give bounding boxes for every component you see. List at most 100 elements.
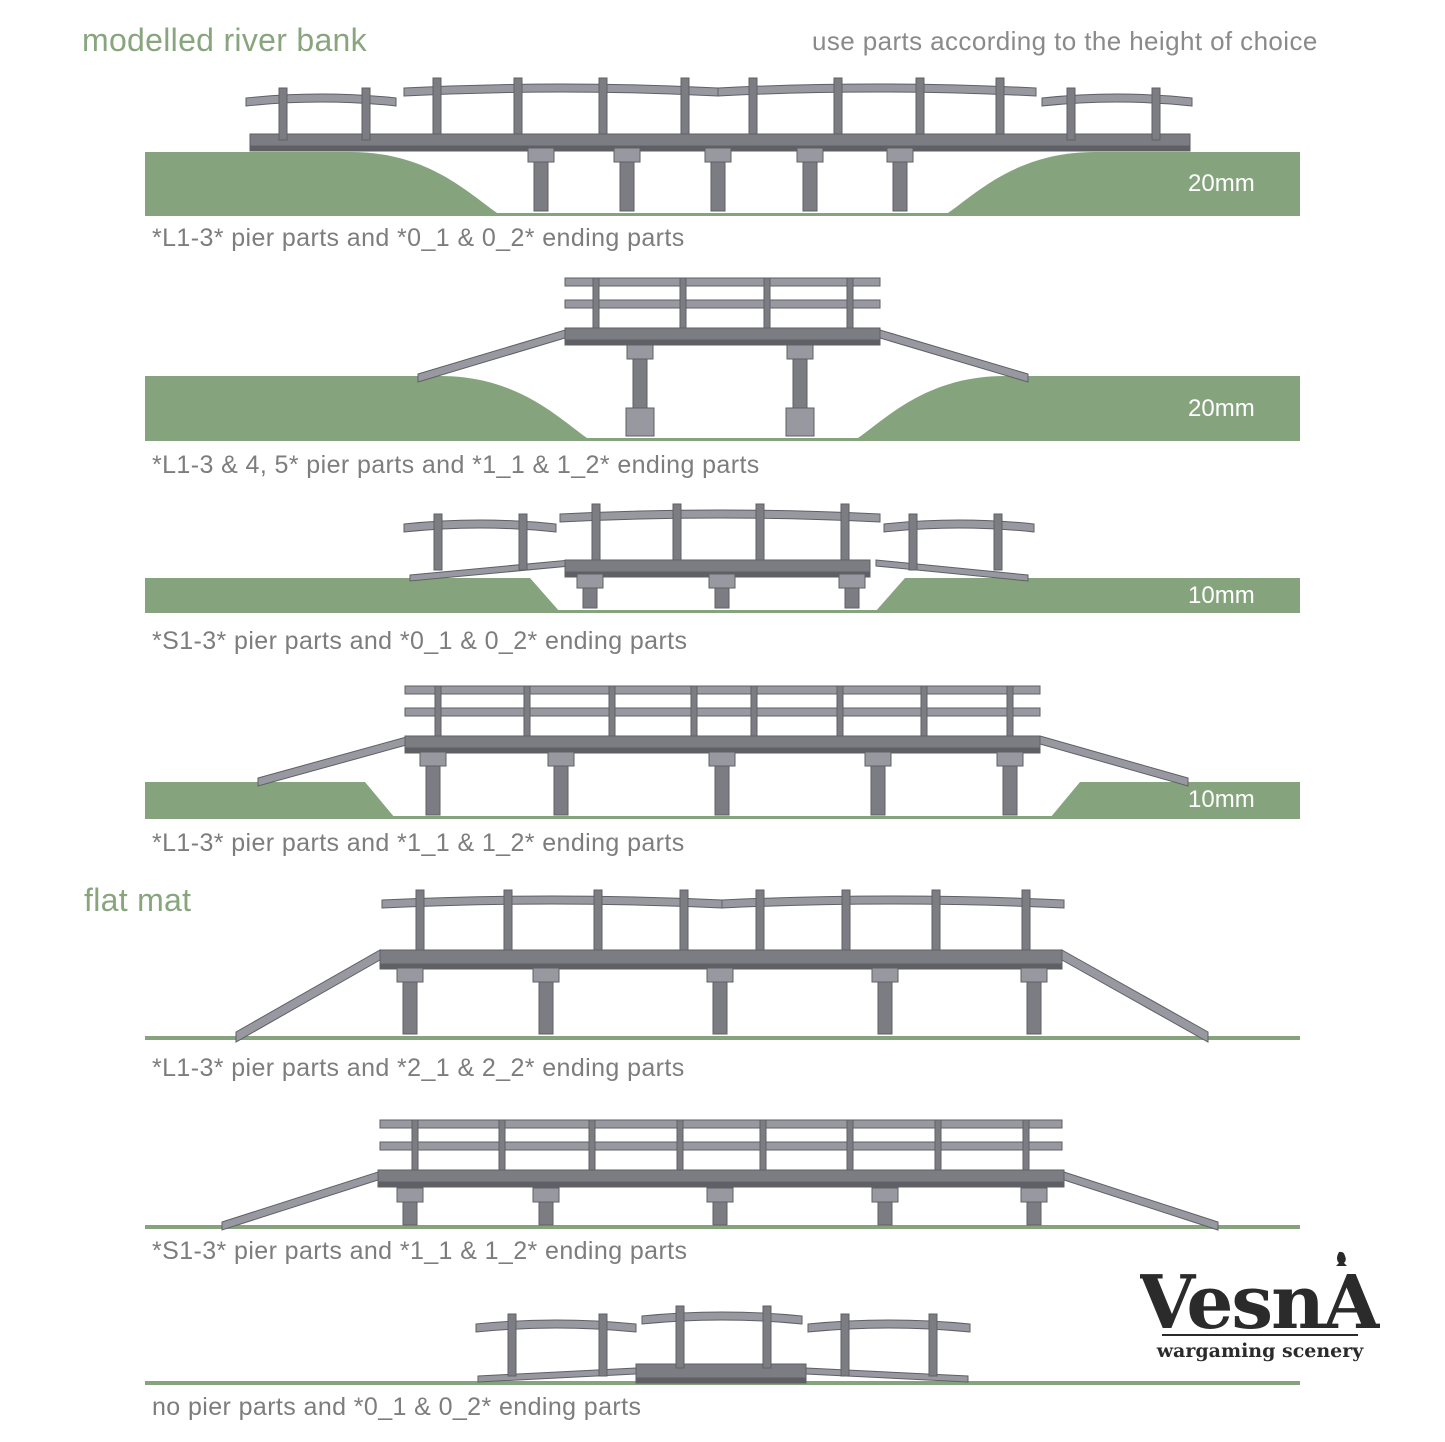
caption-config-7: no pier parts and *0_1 & 0_2* ending par…: [152, 1393, 642, 1421]
bridge-6-ramp-right: [1063, 1171, 1219, 1231]
caption-config-3: *S1-3* pier parts and *0_1 & 0_2* ending…: [152, 627, 688, 655]
bridge-4-pier-cap-2: [547, 751, 575, 767]
bridge-1-log-post-4-1: [1066, 87, 1076, 141]
caption-config-5: *L1-3* pier parts and *2_1 & 2_2* ending…: [152, 1054, 685, 1082]
bridge-6-pier-cap-3: [706, 1187, 734, 1203]
bridge-4-rail-post-8: [1006, 685, 1014, 737]
bridge-2-pier-base-2: [785, 407, 815, 437]
bridge-7-log-post-3-1: [840, 1313, 850, 1377]
bridge-3-pier-cap-2: [708, 573, 736, 589]
bridge-5-log-rail-2: [721, 895, 1065, 909]
bridge-1-pier-cap-2: [613, 147, 641, 163]
bank-2-right: [855, 376, 1300, 440]
bridge-1-log-post-1-1: [278, 87, 288, 141]
bridge-1-pier-cap-3: [704, 147, 732, 163]
bridge-4-pier-cap-3: [708, 751, 736, 767]
bridge-4-rail-post-3: [608, 685, 616, 737]
bridge-5-pier-cap-2: [532, 967, 560, 983]
bank-1-left: [145, 152, 500, 215]
bridge-3-log-post-2-3: [755, 503, 765, 561]
bridge-5-deck: [379, 949, 1063, 965]
height-label-1: 20mm: [1188, 170, 1255, 197]
logo-tagline: wargaming scenery: [1156, 1340, 1365, 1362]
bridge-5-log-post-1-4: [679, 889, 689, 951]
bridge-1-pier-cap-4: [796, 147, 824, 163]
bridge-5-log-post-2-2: [841, 889, 851, 951]
bridge-5-log-post-1-3: [593, 889, 603, 951]
bridge-2-rail-post-4: [846, 277, 854, 329]
bridge-7-log-post-3-2: [928, 1313, 938, 1377]
bridge-6-deck: [377, 1169, 1065, 1183]
bridge-4-rail-top: [404, 685, 1041, 695]
bridge-6-ramp-left: [221, 1171, 379, 1231]
bridge-6-pier-cap-5: [1020, 1187, 1048, 1203]
bridge-2-pier-base-1: [625, 407, 655, 437]
bridge-1-deck: [249, 133, 1191, 147]
bridge-1-log-post-1-2: [361, 87, 371, 141]
bridge-5-ramp-right: [1061, 949, 1209, 1043]
bridge-5-pier-cap-4: [871, 967, 899, 983]
bridge-5-ramp-left: [235, 949, 381, 1043]
bridge-6-rail-post-8: [1022, 1119, 1030, 1171]
bridge-6-rail-post-6: [846, 1119, 854, 1171]
bridge-4-pier-cap-1: [419, 751, 447, 767]
bridge-6-rail-post-7: [934, 1119, 942, 1171]
bridge-4-ramp-right: [1039, 735, 1189, 787]
bridge-7-log-post-1-1: [507, 1313, 517, 1377]
height-label-2: 20mm: [1188, 395, 1255, 422]
bridge-4-rail-post-4: [690, 685, 698, 737]
bridge-1-log-rail-4: [1041, 93, 1193, 107]
bridge-5-log-rail-1: [381, 895, 723, 909]
bridge-3-log-post-1-2: [518, 513, 528, 571]
bridge-6-rail-post-3: [588, 1119, 596, 1171]
bridge-3-pier-cap-3: [838, 573, 866, 589]
bridge-6-pier-cap-2: [532, 1187, 560, 1203]
bridge-6-deck-beam: [377, 1181, 1065, 1188]
bridge-3-log-post-1-1: [433, 513, 443, 571]
bridge-5-log-post-1-1: [415, 889, 425, 951]
bridge-4-deck: [404, 735, 1041, 749]
bridge-4-ramp-left: [257, 735, 411, 787]
bank-2-bed: [145, 438, 1300, 441]
bridge-5-log-post-1-2: [503, 889, 513, 951]
bridge-5-log-post-2-4: [1021, 889, 1031, 951]
heading-river-bank: modelled river bank: [82, 22, 367, 58]
bridge-7-log-post-2-1: [675, 1305, 685, 1369]
bridge-4-rail-post-7: [920, 685, 928, 737]
bridge-1-log-post-2-4: [680, 77, 690, 135]
bridge-7-log-post-1-2: [598, 1313, 608, 1377]
bridge-7-ramp-right: [805, 1367, 969, 1383]
bridge-2-pier-cap-1: [626, 344, 654, 360]
bridge-3-pier-cap-1: [576, 573, 604, 589]
bank-3-left: [145, 578, 560, 612]
bridge-4-rail-mid: [404, 707, 1041, 717]
bridge-4-rail-post-5: [750, 685, 758, 737]
vesna-logo: VesnA wargaming scenery: [1140, 1251, 1380, 1362]
bridge-7-deck-beam: [635, 1377, 807, 1384]
bridge-7-log-rail-1: [475, 1319, 637, 1333]
bridge-5-pier-cap-1: [396, 967, 424, 983]
bridge-7-deck: [635, 1363, 807, 1379]
bridge-7-log-post-2-2: [762, 1305, 772, 1369]
bridge-2-ramp-right: [879, 329, 1029, 383]
bridge-5-log-post-2-3: [931, 889, 941, 951]
heading-flat-mat: flat mat: [84, 882, 192, 918]
ground-5: [145, 1036, 1300, 1040]
bank-1-right: [945, 152, 1300, 215]
bridge-6-rail-post-2: [498, 1119, 506, 1171]
caption-config-6: *S1-3* pier parts and *1_1 & 1_2* ending…: [152, 1237, 688, 1265]
bank-3-bed: [145, 610, 1300, 613]
bridge-1-log-post-2-1: [432, 77, 442, 135]
bridge-7-log-rail-3: [807, 1319, 971, 1333]
caption-config-2: *L1-3 & 4, 5* pier parts and *1_1 & 1_2*…: [152, 451, 760, 479]
bridge-6-rail-post-4: [676, 1119, 684, 1171]
caption-config-1: *L1-3* pier parts and *0_1 & 0_2* ending…: [152, 224, 685, 252]
bridge-2-deck-beam: [564, 339, 881, 346]
bridge-4-rail-post-1: [434, 685, 442, 737]
bridge-3-log-post-3-1: [908, 513, 918, 571]
bridge-1-pier-cap-1: [527, 147, 555, 163]
bridge-4-pier-cap-4: [864, 751, 892, 767]
bridge-1-log-rail-2: [403, 83, 719, 97]
bridge-1-log-rail-1: [245, 93, 397, 107]
